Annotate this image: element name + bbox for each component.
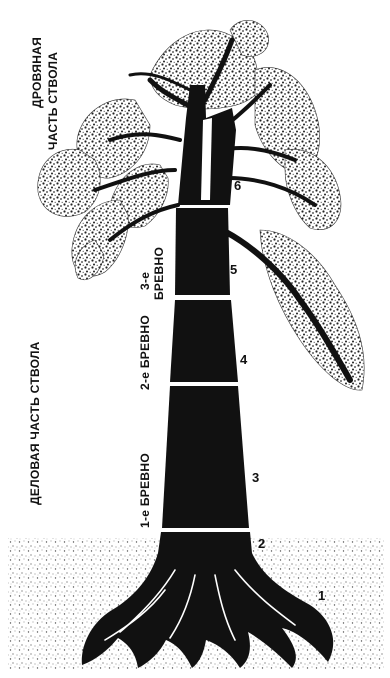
- label-firewood-line1: ДРОВЯНАЯ: [30, 37, 44, 108]
- marker-5: 5: [230, 262, 237, 277]
- marker-1: 1: [318, 588, 325, 603]
- marker-6: 6: [234, 178, 241, 193]
- label-firewood-line2: ЧАСТЬ СТВОЛА: [46, 52, 60, 150]
- marker-3: 3: [252, 470, 259, 485]
- trunk: [158, 208, 252, 553]
- label-log1: 1-е БРЕВНО: [138, 453, 152, 528]
- marker-2: 2: [258, 536, 265, 551]
- label-log3-line1: 3-е: [138, 272, 152, 290]
- label-log2: 2-е БРЕВНО: [138, 315, 152, 390]
- marker-4: 4: [240, 352, 247, 367]
- label-business-part: ДЕЛОВАЯ ЧАСТЬ СТВОЛА: [28, 341, 42, 505]
- label-log3-line2: БРЕВНО: [152, 247, 166, 300]
